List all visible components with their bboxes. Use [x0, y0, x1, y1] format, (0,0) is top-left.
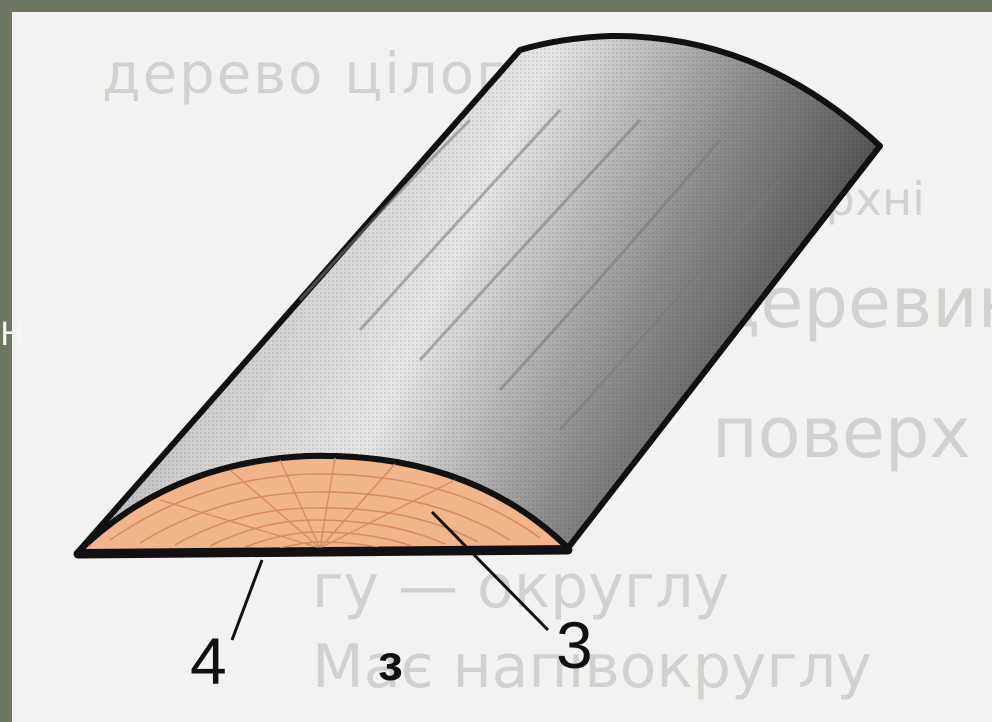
bleed-through-text: Має напівокруглу [312, 632, 872, 702]
callout-label-3: 3 [556, 608, 593, 682]
bark-streaks [298, 108, 782, 432]
bleed-through-text: дерево цілого [102, 42, 544, 107]
frame-border-top [0, 0, 992, 12]
leader-line-4 [230, 559, 264, 641]
bleed-through-text: гу — округлу [312, 552, 730, 622]
slide-edge-glyph: Н [0, 315, 25, 353]
bleed-through-text: поверх [712, 392, 971, 474]
callout-label-4: 4 [190, 624, 227, 698]
flat-face-edge [73, 545, 573, 559]
medullary-rays [159, 457, 456, 549]
frame-border-left [0, 0, 12, 722]
growth-rings [109, 473, 541, 549]
leader-line-3 [430, 510, 550, 632]
figure-label: з [378, 635, 403, 691]
